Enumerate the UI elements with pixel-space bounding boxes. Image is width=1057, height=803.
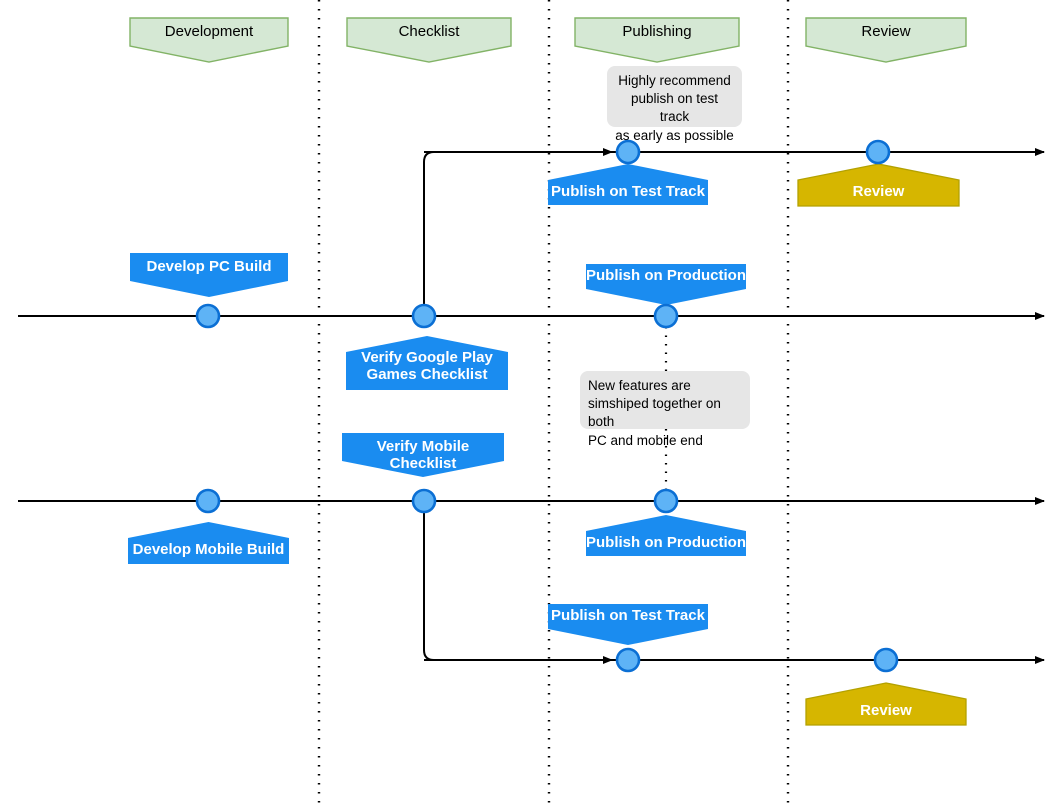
branch-connectors-group <box>423 148 613 664</box>
review-pc-shape <box>797 163 960 207</box>
timelines-group <box>18 148 1045 664</box>
milestone-verify-mobile-checklist-shape <box>342 433 504 477</box>
node-develop-pc-build[interactable] <box>195 303 221 329</box>
notes-group <box>580 66 750 429</box>
branch-mobile-checklist-to-test-track <box>423 501 613 664</box>
milestone-publish-test-track-mobile-shape <box>548 604 708 645</box>
review-mobile-shape <box>805 682 967 726</box>
milestone-verify-google-play-games-checklist-shape <box>346 336 508 390</box>
node-verify-mobile-checklist[interactable] <box>411 488 437 514</box>
node-review-mobile[interactable] <box>873 647 899 673</box>
phase-headers-group <box>129 17 967 63</box>
node-verify-google-play-games-checklist[interactable] <box>411 303 437 329</box>
milestone-publish-production-mobile-shape <box>586 515 746 556</box>
phase-header-shape-0 <box>129 17 289 63</box>
phase-header-shape-3 <box>805 17 967 63</box>
node-publish-test-track-mobile[interactable] <box>615 647 641 673</box>
branch-pc-checklist-to-test-track <box>423 148 613 316</box>
milestone-develop-mobile-build-shape <box>128 522 289 564</box>
node-publish-test-track-pc[interactable] <box>615 139 641 165</box>
node-publish-production-mobile[interactable] <box>653 488 679 514</box>
reviews-group <box>797 163 967 726</box>
note-simship-box <box>580 371 750 429</box>
milestone-publish-production-pc-shape <box>586 264 746 305</box>
phase-header-shape-1 <box>346 17 512 63</box>
milestone-develop-pc-build-shape <box>130 253 288 297</box>
phase-header-shape-2 <box>574 17 740 63</box>
note-test-track-recommendation-box <box>607 66 742 127</box>
node-publish-production-pc[interactable] <box>653 303 679 329</box>
node-develop-mobile-build[interactable] <box>195 488 221 514</box>
milestone-publish-test-track-pc-shape <box>548 164 708 205</box>
nodes-group <box>195 139 899 673</box>
milestones-group <box>128 164 746 645</box>
node-review-pc[interactable] <box>865 139 891 165</box>
